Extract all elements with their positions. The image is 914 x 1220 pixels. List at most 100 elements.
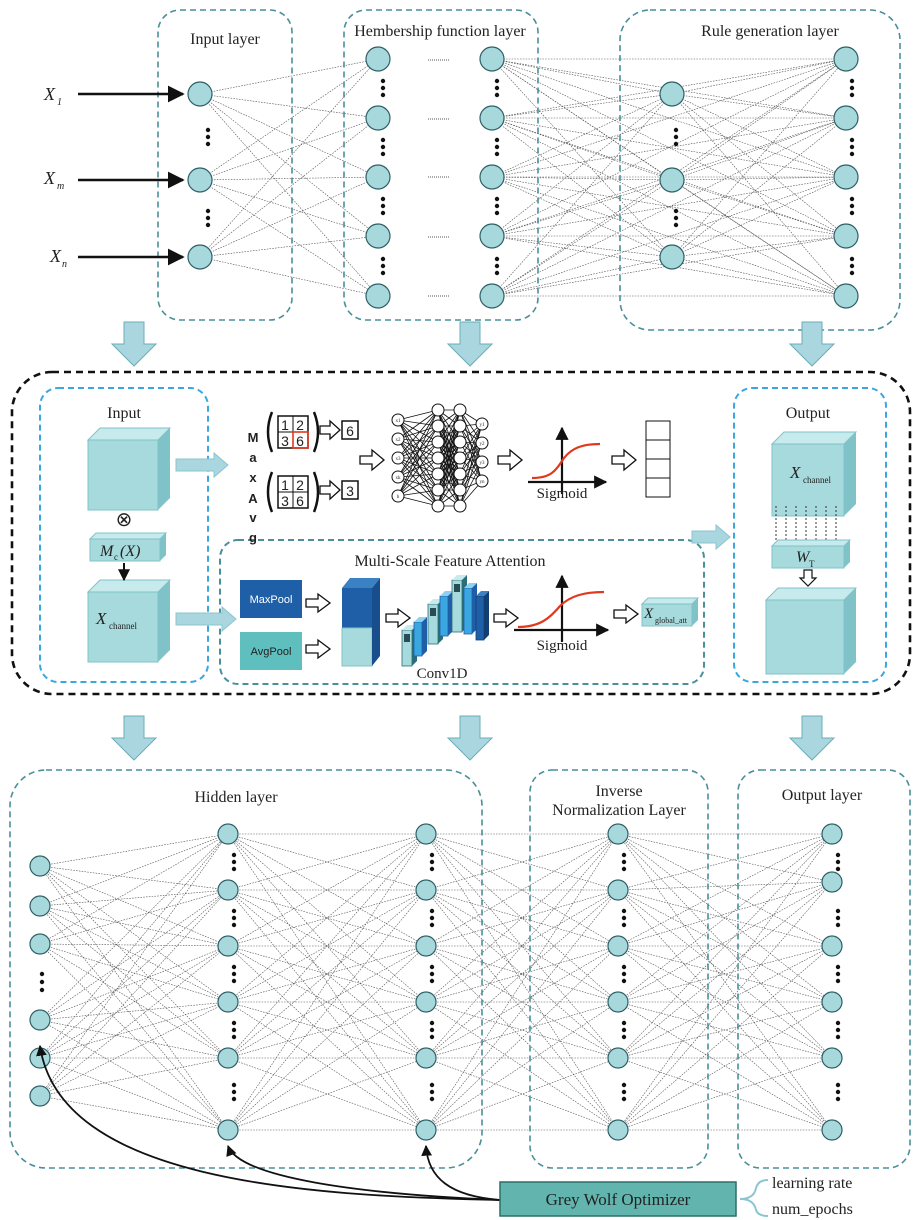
ellipsis-dots-icon [380, 270, 386, 276]
ellipsis-dots-icon [621, 1089, 627, 1095]
svg-text:AvgPool: AvgPool [251, 646, 292, 658]
gwo-feedback-arrows [36, 1044, 501, 1201]
hidden-edge [227, 833, 427, 1059]
mlp-output-node [475, 417, 489, 431]
ellipsis-dots-icon [205, 127, 211, 133]
mlp-edge [459, 441, 483, 482]
ellipsis-dots-icon [621, 859, 627, 865]
mlp-edge [397, 441, 439, 497]
gwo-button[interactable]: Grey Wolf Optimizer [499, 1181, 737, 1217]
ellipsis-dots-icon [849, 85, 855, 91]
svg-text:T: T [809, 559, 815, 569]
hidden-node [217, 991, 239, 1013]
to-conv-hollow-arrow-icon [385, 607, 412, 629]
svg-text:A: A [248, 491, 258, 506]
ellipsis-dots-icon [380, 256, 386, 262]
membership-node [479, 283, 505, 309]
ellipsis-dots-icon [231, 1034, 237, 1040]
hidden-edge [39, 833, 229, 945]
hidden-edge [617, 881, 833, 947]
ellipsis-dots-icon [835, 866, 841, 872]
hidden-edge [227, 1057, 427, 1131]
rule-node [833, 223, 859, 249]
input-panel-label: Input [107, 405, 141, 422]
max-matrix: 1 2 3 6 [266, 411, 320, 453]
hidden-edge [425, 833, 619, 1059]
svg-text:Grey Wolf Optimizer: Grey Wolf Optimizer [546, 1190, 691, 1209]
hidden-edge [39, 1057, 229, 1131]
ellipsis-dots-icon [380, 196, 386, 202]
svg-text:X: X [643, 606, 654, 622]
ellipsis-dots-icon [429, 915, 435, 921]
network-nodes [29, 46, 859, 1141]
ellipsis-dots-icon [621, 915, 627, 921]
conv-slab [475, 595, 485, 641]
input-x1: X 1 [43, 84, 185, 108]
mlp-hidden-node [453, 499, 467, 513]
top-edge [671, 93, 847, 119]
hidden-edge [39, 889, 229, 1097]
hidden-edge [227, 833, 427, 891]
hidden-layer-box [9, 769, 483, 1169]
output-panel-box [733, 387, 887, 683]
hidden-edge [227, 889, 427, 1059]
mlp-edge [459, 425, 483, 463]
hidden-input-node [29, 855, 51, 877]
conv-slab [414, 617, 427, 622]
attention-vector [645, 420, 671, 498]
top-edge [199, 117, 379, 258]
ellipsis-dots-icon [380, 144, 386, 150]
ellipsis-dots-icon [621, 964, 627, 970]
mlp-edge [397, 425, 439, 459]
ellipsis-dots-icon [621, 866, 627, 872]
conv-slab [476, 591, 489, 596]
hidden-edge [617, 1001, 833, 1131]
top-edge [491, 176, 673, 258]
inverse-node [607, 1047, 629, 1069]
svg-text:global_att: global_att [655, 616, 688, 625]
hidden-edge [227, 833, 427, 1131]
hidden-edge [39, 1019, 229, 1059]
ellipsis-dots-icon [835, 971, 841, 977]
down-block-arrow-icon [110, 321, 836, 761]
top-edge [491, 176, 847, 237]
ellipsis-dots-icon [673, 127, 679, 133]
out-xchannel-cube [771, 443, 845, 517]
membership-node [479, 46, 505, 72]
hidden-edge [425, 889, 619, 1059]
svg-text:M: M [248, 430, 259, 445]
ellipsis-dots-icon [673, 134, 679, 140]
hidden-edge [617, 833, 833, 1131]
ellipsis-dots-icon [429, 859, 435, 865]
conv1d-blocks [401, 575, 489, 667]
hidden-edge [617, 833, 833, 1003]
hidden-edge [425, 833, 619, 1059]
hidden-edge [39, 865, 229, 1003]
down-block-arrow-icon [446, 321, 494, 367]
input-cube [87, 439, 159, 511]
ellipsis-dots-icon [231, 964, 237, 970]
ellipsis-dots-icon [429, 1027, 435, 1033]
ellipsis-dots-icon [621, 978, 627, 984]
hidden-edge [227, 1057, 427, 1131]
down-block-arrow-icon [788, 715, 836, 761]
top-edge [491, 93, 673, 237]
hidden-edge [227, 945, 427, 1059]
ellipsis-dots-icon [205, 141, 211, 147]
hidden-edge [39, 833, 229, 1021]
top-edge [491, 176, 847, 297]
hidden-node [217, 879, 239, 901]
svg-text:3: 3 [281, 433, 289, 449]
avg-result: 3 [341, 480, 359, 500]
mlp-edge [397, 457, 439, 475]
conv1d-label: Conv1D [417, 666, 468, 682]
hidden-node [217, 1119, 239, 1141]
hidden-edge [617, 881, 833, 1131]
hidden-edge [227, 833, 427, 947]
mlp-input-label: x3 [396, 457, 402, 462]
rule-node [833, 283, 859, 309]
svg-text:1: 1 [281, 477, 289, 493]
membership-node [365, 105, 391, 131]
input-node [187, 81, 213, 107]
